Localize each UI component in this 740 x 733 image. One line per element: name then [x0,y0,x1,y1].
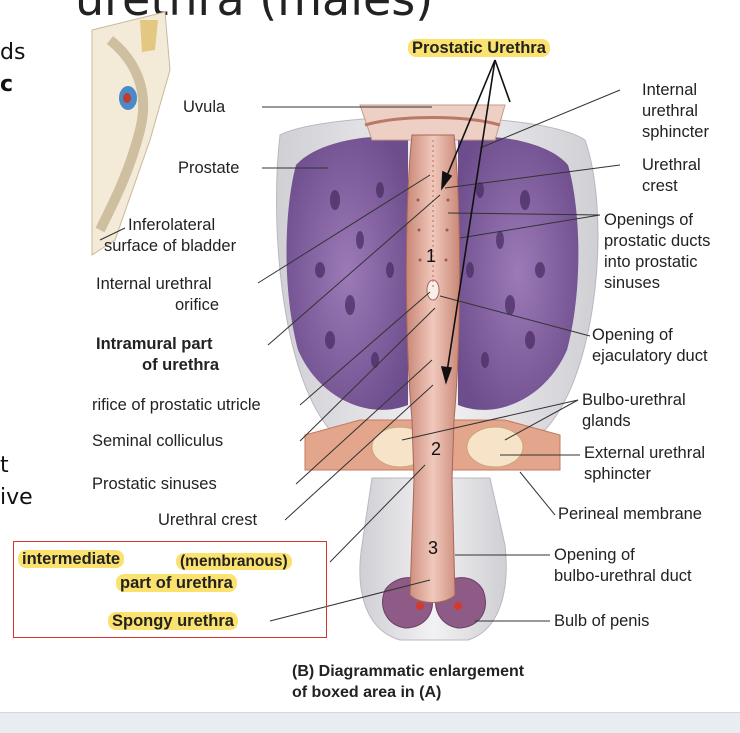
label-spongy-urethra: Spongy urethra [108,611,238,631]
label-uvula: Uvula [183,98,226,116]
label-intramural-2: of urethra [142,356,220,374]
label-internal-sphincter-1: Internal [642,81,698,99]
label-inferolateral-1: Inferolateral [128,216,216,234]
label-perineal-membrane: Perineal membrane [558,505,702,523]
label-membranous: (membranous) [176,552,292,572]
label-external-sphincter-1: External urethral [584,444,706,462]
caption-line-1: (B) Diagrammatic enlargement [292,663,525,680]
slide-text-fragment: t [0,453,9,478]
label-urethral-crest-right-2: crest [642,177,678,195]
label-internal-sphincter-2: urethral [642,102,698,120]
label-urethral-crest-left: Urethral crest [158,511,258,529]
inset-sketch [91,11,171,256]
label-inferolateral-2: surface of bladder [104,237,237,255]
label-bulbo-duct-2: bulbo-urethral duct [554,567,692,585]
label-openings-ducts-4: sinuses [604,274,660,292]
label-openings-ducts-1: Openings of [604,211,693,229]
highlight-box [13,541,327,638]
region-number-1: 1 [426,246,437,266]
label-urethral-crest-right-1: Urethral [642,156,701,174]
label-bulb-of-penis: Bulb of penis [554,612,650,630]
region-number-2: 2 [431,439,442,459]
label-bulbo-glands-2: glands [582,412,631,430]
label-openings-ducts-3: into prostatic [604,253,698,271]
label-ejaculatory-1: Opening of [592,326,673,344]
caption-line-2: of boxed area in (A) [292,684,442,701]
label-part-of-urethra: part of urethra [116,573,237,593]
label-internal-orifice-1: Internal urethral [96,275,212,293]
slide-text-fragment: ds [0,40,26,65]
label-ejaculatory-2: ejaculatory duct [592,347,708,365]
region-number-3: 3 [428,538,439,558]
label-internal-sphincter-3: sphincter [642,123,709,141]
bottom-bar [0,712,740,733]
slide-text-fragment: c [0,72,14,97]
label-intramural-1: Intramural part [96,335,213,353]
slide-text-fragment: ive [0,485,33,510]
label-internal-orifice-2: orifice [175,296,220,314]
label-bulbo-duct-1: Opening of [554,546,635,564]
label-bulbo-glands-1: Bulbo-urethral [582,391,686,409]
label-seminal-colliculus: Seminal colliculus [92,432,224,450]
figure-caption: (B) Diagrammatic enlargement of boxed ar… [292,661,524,703]
label-prostatic-urethra: Prostatic Urethra [408,38,550,58]
label-prostatic-utricle: rifice of prostatic utricle [92,396,261,414]
label-prostatic-sinuses: Prostatic sinuses [92,475,217,493]
label-openings-ducts-2: prostatic ducts [604,232,711,250]
label-intermediate: intermediate [18,549,125,569]
label-prostate: Prostate [178,159,240,177]
label-external-sphincter-2: sphincter [584,465,651,483]
